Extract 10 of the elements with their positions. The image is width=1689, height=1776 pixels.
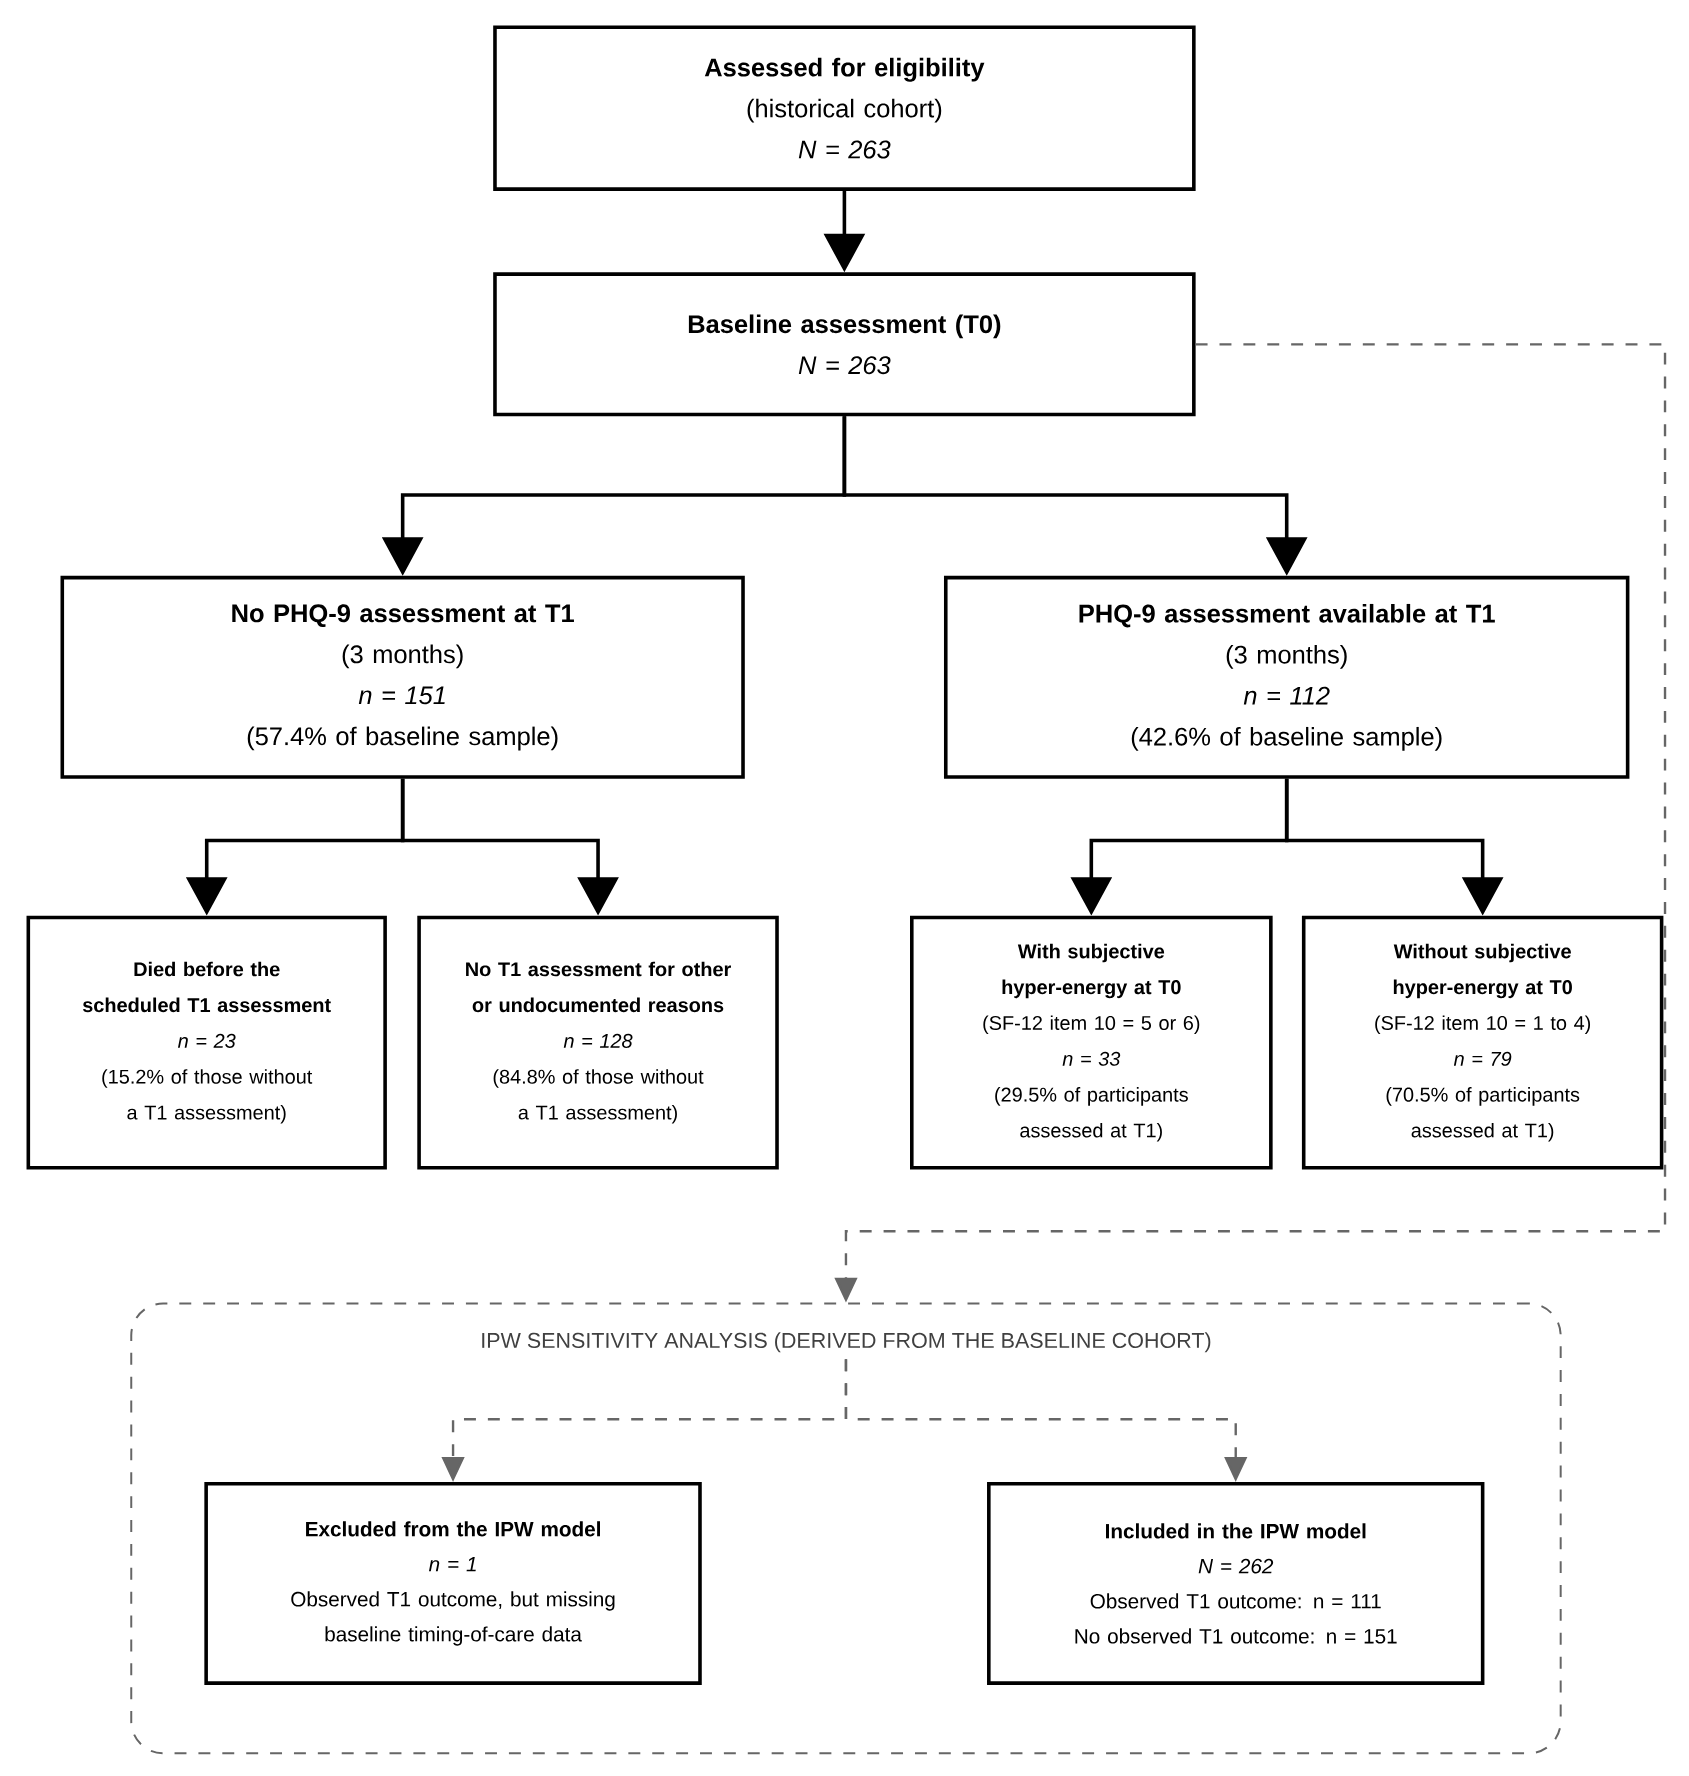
process-box: No T1 assessment for other or undocumented reasons n = 128 (84.8% of those without a T1 assessment) xyxy=(417,915,779,1170)
process-box: Without subjective hyper-energy at T0 (SF-12 item 10 = 1 to 4) n = 79 (70.5% of participants assessed at T1) xyxy=(1302,915,1664,1170)
process-box: Included in the IPW model N = 262 Observed T1 outcome: n = 111 No observed T1 outcome: n = 151 xyxy=(987,1482,1485,1685)
process-box: Baseline assessment (T0) N = 263 xyxy=(493,272,1196,417)
process-box: No PHQ-9 assessment at T1 (3 months) n = 151 (57.4% of baseline sample) xyxy=(60,575,745,779)
process-box: Died before the scheduled T1 assessment n = 23 (15.2% of those without a T1 assessment) xyxy=(26,915,387,1170)
process-box: With subjective hyper-energy at T0 (SF-12 item 10 = 5 or 6) n = 33 (29.5% of participants assessed at T1) xyxy=(910,915,1273,1170)
process-box: Excluded from the IPW model n = 1 Observed T1 outcome, but missing baseline timing-of-care data xyxy=(204,1482,702,1685)
process-box: Assessed for eligibility (historical cohort) N = 263 xyxy=(493,25,1196,191)
process-box: PHQ-9 assessment available at T1 (3 months) n = 112 (42.6% of baseline sample) xyxy=(944,575,1630,779)
